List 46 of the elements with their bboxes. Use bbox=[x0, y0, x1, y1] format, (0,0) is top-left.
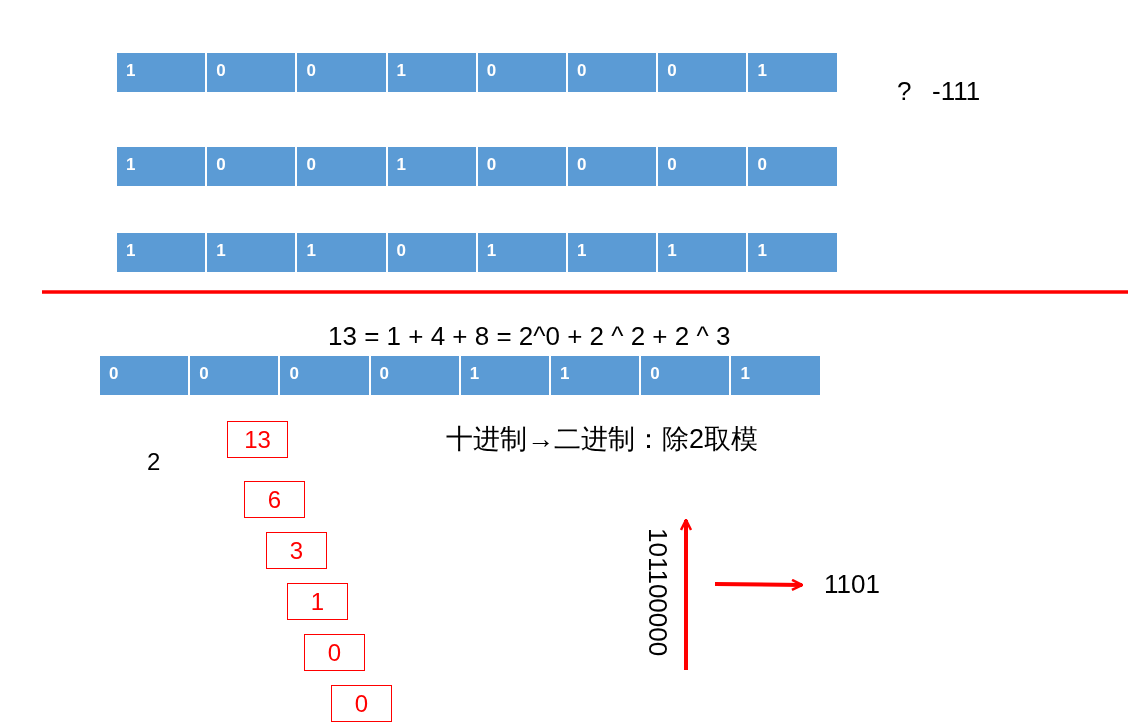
bit-cell: 1 bbox=[658, 233, 747, 272]
result-text: 1101 bbox=[824, 571, 880, 597]
remainder-box: 13 bbox=[227, 421, 288, 458]
arrow bbox=[714, 578, 804, 592]
bit-cell: 1 bbox=[117, 233, 206, 272]
remainder-box: 0 bbox=[304, 634, 365, 671]
bit-cell: 0 bbox=[658, 147, 747, 186]
text-label: -111 bbox=[932, 78, 981, 104]
bit-cell: 0 bbox=[207, 147, 296, 186]
bit-cell: 0 bbox=[641, 356, 730, 395]
bit-cell: 1 bbox=[748, 233, 837, 272]
bit-cell: 0 bbox=[568, 53, 657, 92]
bit-cell: 1 bbox=[387, 53, 476, 92]
bit-cell: 0 bbox=[568, 147, 657, 186]
bit-cell: 1 bbox=[117, 147, 206, 186]
bit-cell: 0 bbox=[477, 147, 566, 186]
bit-cell: 0 bbox=[280, 356, 369, 395]
bit-cell: 0 bbox=[297, 53, 386, 92]
bit-cell: 1 bbox=[748, 53, 837, 92]
bit-cell: 0 bbox=[297, 147, 386, 186]
remainder-box: 0 bbox=[331, 685, 392, 722]
bit-cell: 1 bbox=[551, 356, 640, 395]
bit-cell: 1 bbox=[117, 53, 206, 92]
bit-cell: 1 bbox=[207, 233, 296, 272]
bit-cell: 0 bbox=[658, 53, 747, 92]
text-label: 13 = 1 + 4 + 8 = 2^0 + 2 ^ 2 + 2 ^ 3 bbox=[328, 323, 731, 349]
remainder-box: 3 bbox=[266, 532, 327, 569]
bit-cell: 1 bbox=[731, 356, 820, 395]
rotated-number: 101100000 bbox=[645, 528, 671, 657]
bit-cell: 0 bbox=[370, 356, 459, 395]
bit-cell: 1 bbox=[568, 233, 657, 272]
text-label: 2 bbox=[147, 450, 161, 474]
bit-cell: 1 bbox=[477, 233, 566, 272]
bit-cell: 0 bbox=[207, 53, 296, 92]
bit-cell: 0 bbox=[100, 356, 189, 395]
bit-cell: 1 bbox=[297, 233, 386, 272]
bit-cell: 0 bbox=[190, 356, 279, 395]
remainder-box: 6 bbox=[244, 481, 305, 518]
bit-cell: 1 bbox=[387, 147, 476, 186]
text-label: 十进制→二进制：除2取模 bbox=[446, 426, 759, 453]
bit-cell: 0 bbox=[477, 53, 566, 92]
bit-cell: 0 bbox=[387, 233, 476, 272]
remainder-box: 1 bbox=[287, 583, 348, 620]
text-label: ? bbox=[897, 78, 912, 104]
bit-cell: 1 bbox=[460, 356, 549, 395]
bit-cell: 0 bbox=[748, 147, 837, 186]
